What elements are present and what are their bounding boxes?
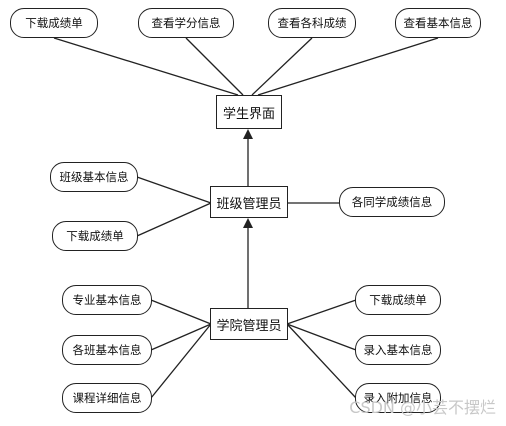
edge-student-op-1 (53, 37, 239, 96)
class-op-student-grades: 各同学成绩信息 (339, 187, 445, 217)
student-op-view-grades: 查看各科成绩 (268, 8, 356, 38)
college-op-major-info: 专业基本信息 (62, 285, 152, 315)
edge-class-op-1 (136, 176, 212, 204)
edge-student-op-2 (185, 37, 244, 96)
edge-college-left-2 (150, 323, 212, 351)
college-op-enter-basic-info: 录入基本信息 (355, 335, 441, 365)
college-op-enter-extra-info: 录入附加信息 (355, 383, 441, 413)
student-op-download-transcript: 下载成绩单 (10, 8, 98, 38)
college-op-class-info: 各班基本信息 (62, 335, 152, 365)
student-interface-node: 学生界面 (216, 95, 282, 129)
edge-college-right-1 (286, 299, 357, 325)
edge-college-right-3 (286, 323, 357, 399)
edge-college-right-2 (286, 323, 357, 351)
edge-college-left-3 (150, 323, 212, 399)
watermark: CSDN @小芸不摆烂 (349, 398, 496, 417)
class-admin-node: 班级管理员 (210, 186, 288, 218)
class-op-class-basic-info: 班级基本信息 (50, 162, 138, 192)
college-op-download-transcript: 下载成绩单 (355, 285, 441, 315)
student-op-view-credits: 查看学分信息 (138, 8, 234, 38)
college-admin-node: 学院管理员 (210, 308, 288, 340)
class-op-download-transcript: 下载成绩单 (52, 221, 138, 251)
edge-student-op-4 (257, 37, 439, 96)
edge-student-op-3 (251, 37, 313, 96)
student-op-view-basic-info: 查看基本信息 (395, 8, 481, 38)
college-op-course-detail: 课程详细信息 (62, 383, 152, 413)
edge-college-left-1 (150, 299, 212, 325)
edge-class-op-2 (136, 202, 212, 237)
